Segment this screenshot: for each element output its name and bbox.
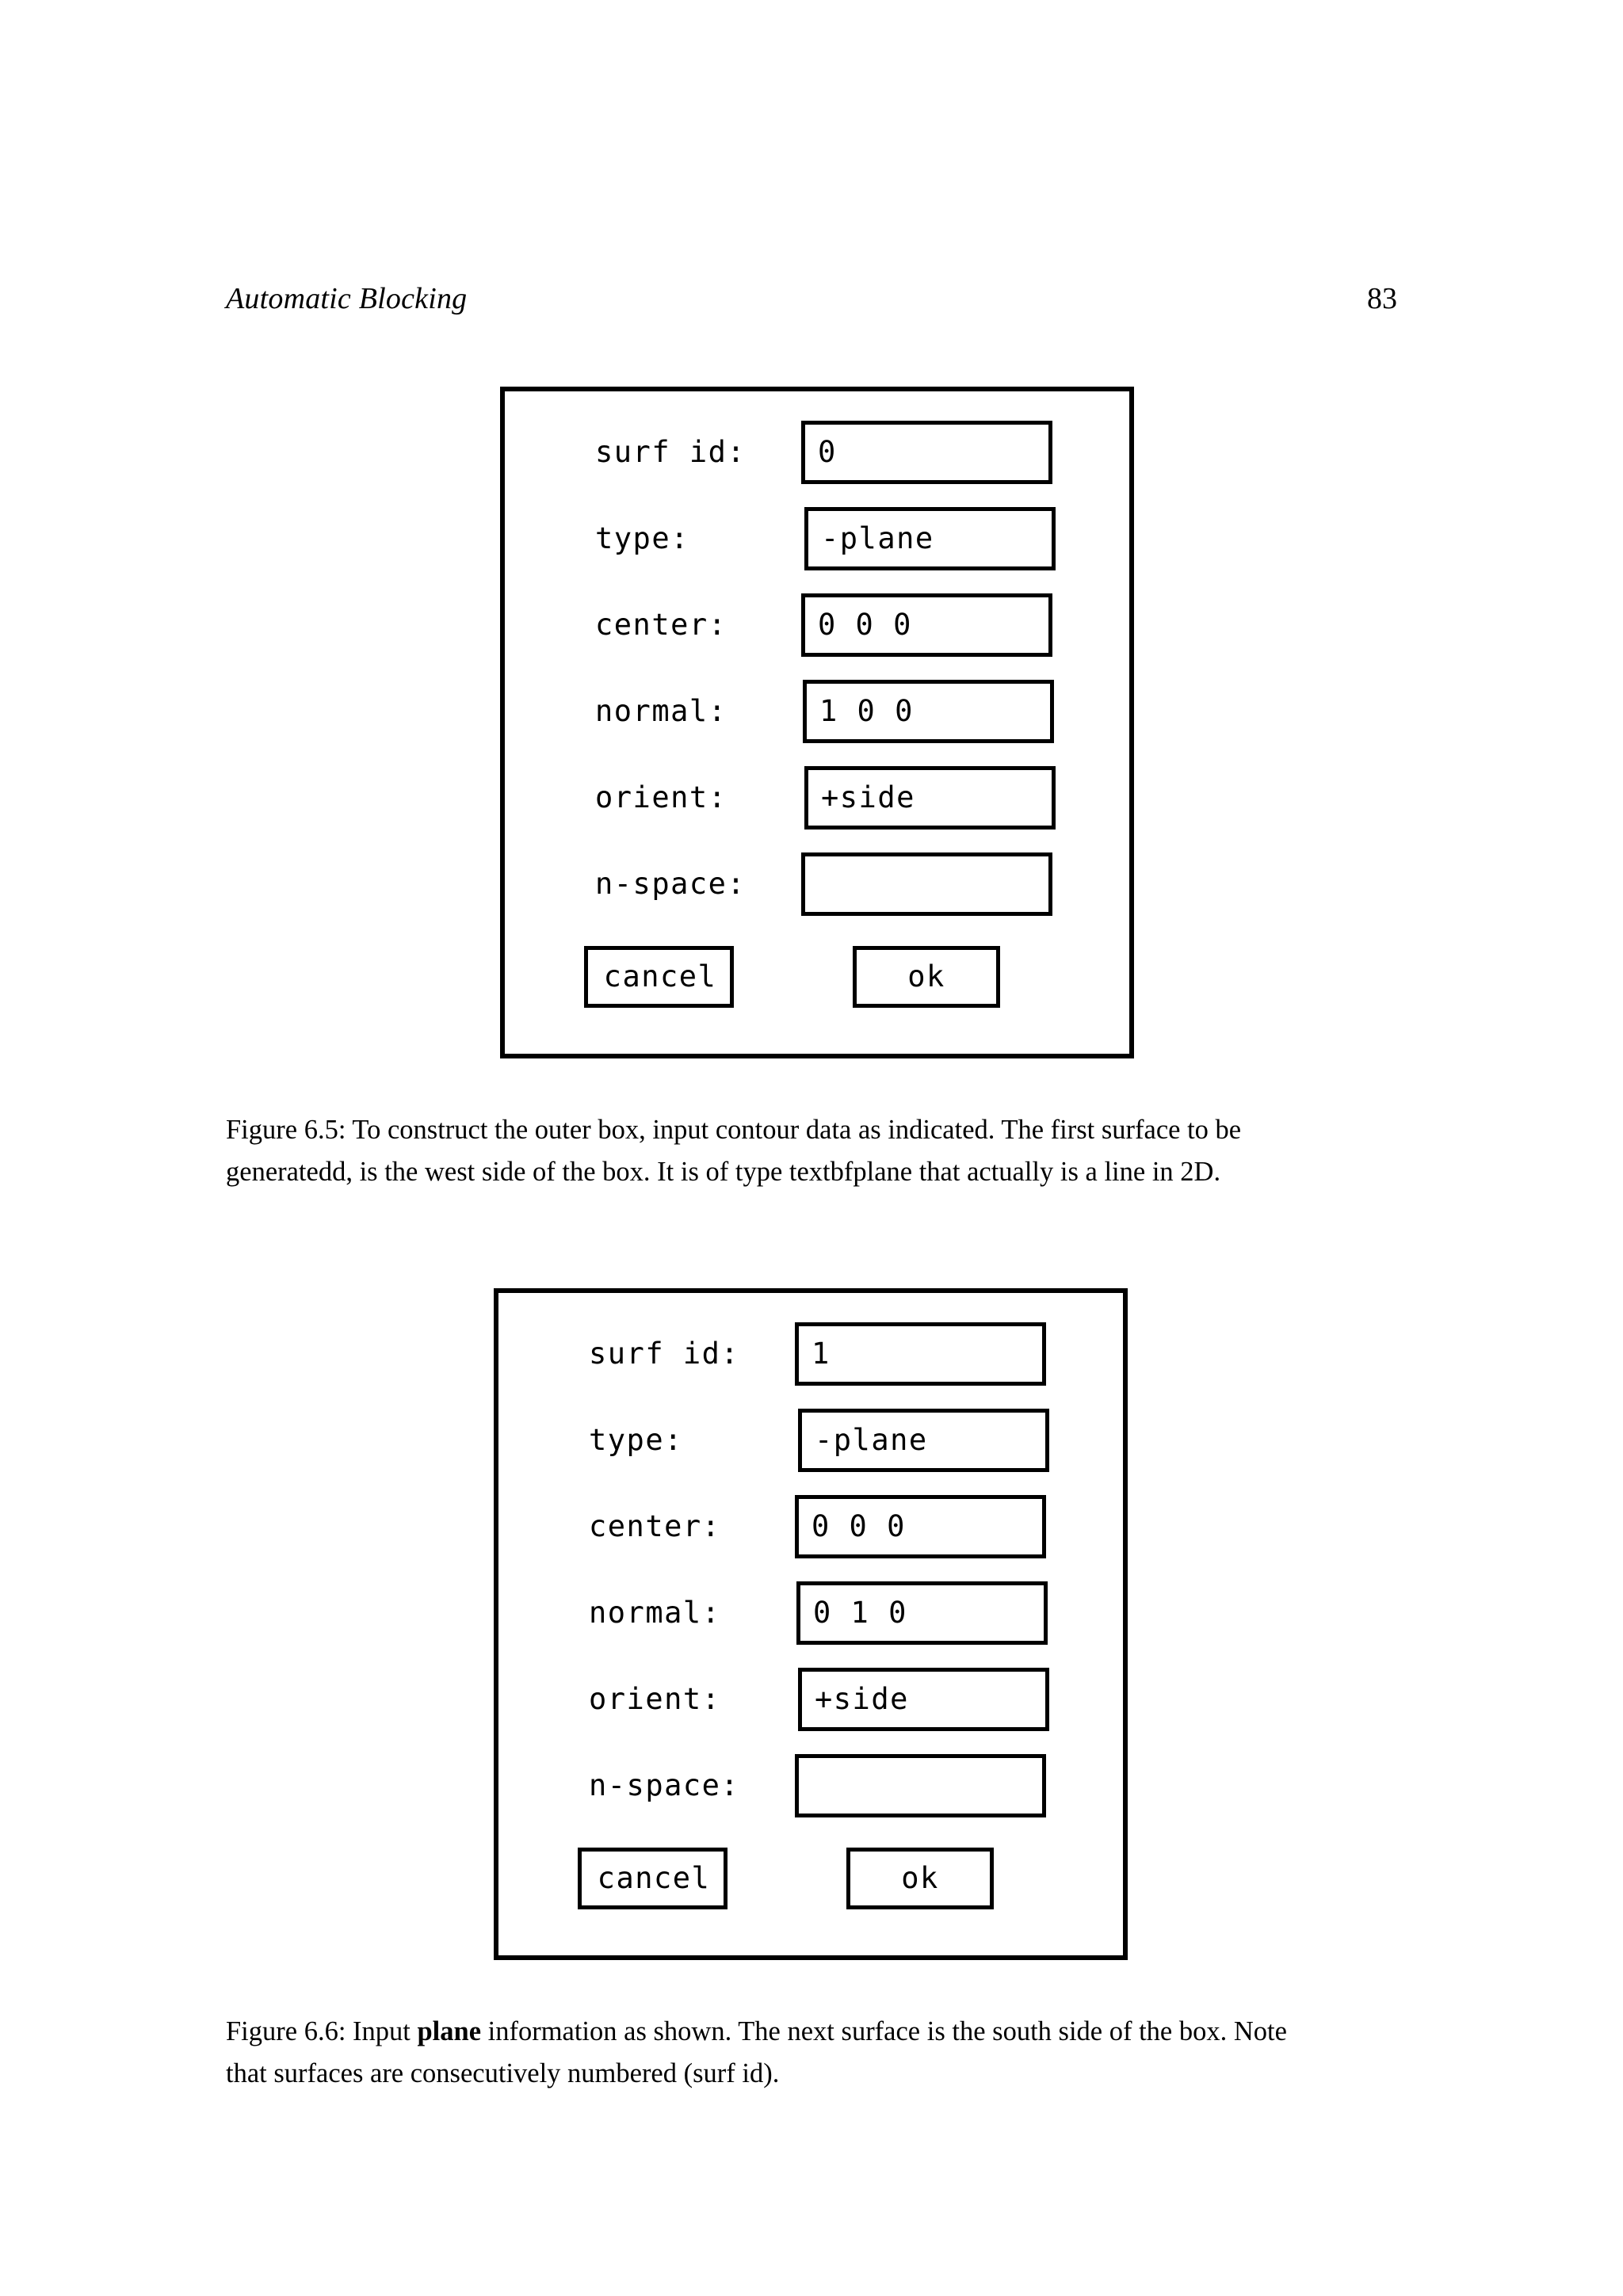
caption-6-5-line-1: Figure 6.5: To construct the outer box, … [226,1115,1242,1145]
field-label-normal: normal: [595,694,727,728]
field-label-center: center: [595,608,727,642]
field-input-normal[interactable]: 0 1 0 [796,1581,1048,1645]
caption-6-6-suffix: information as shown. The next surface i… [481,2016,1287,2046]
form-row-normal: normal: 1 0 0 [505,680,1129,743]
field-value-center: 0 0 0 [812,1509,906,1543]
form-row-orient: orient: +side [498,1668,1123,1731]
field-input-orient[interactable]: +side [798,1668,1049,1731]
field-input-center[interactable]: 0 0 0 [801,593,1052,657]
surface-input-dialog-2: surf id: 1 type: -plane center: 0 0 0 no… [494,1288,1128,1960]
form-row-type: type: -plane [498,1409,1123,1472]
ok-button[interactable]: ok [846,1848,994,1909]
form-row-n-space: n-space: [498,1754,1123,1817]
field-label-normal: normal: [589,1596,721,1630]
page-number: 83 [1367,282,1397,315]
field-value-orient: +side [821,780,915,814]
field-label-surf-id: surf id: [589,1337,740,1371]
dialog-button-row-2: cancel ok [498,1848,1123,1919]
figure-caption-6-5: Figure 6.5: To construct the outer box, … [226,1109,1397,1193]
ok-button[interactable]: ok [853,946,1000,1008]
field-label-surf-id: surf id: [595,435,747,469]
field-label-type: type: [595,521,689,555]
field-value-orient: +side [815,1682,909,1716]
field-input-normal[interactable]: 1 0 0 [803,680,1054,743]
field-value-type: -plane [821,521,934,555]
page-header: Automatic Blocking 83 [226,281,1397,316]
field-value-center: 0 0 0 [818,608,912,642]
field-input-orient[interactable]: +side [804,766,1056,830]
dialog-button-row-1: cancel ok [505,946,1129,1017]
field-input-n-space[interactable] [801,852,1052,916]
field-label-orient: orient: [595,780,727,814]
caption-6-6-prefix: Figure 6.6: Input [226,2016,418,2046]
cancel-button[interactable]: cancel [584,946,734,1008]
caption-6-6-line-2: that surfaces are consecutively numbered… [226,2058,780,2088]
caption-6-6-bold-term: plane [417,2016,482,2046]
header-title: Automatic Blocking [226,282,468,315]
field-label-type: type: [589,1423,683,1457]
form-row-surf-id: surf id: 1 [498,1322,1123,1386]
caption-6-5-line-2: generatedd, is the west side of the box.… [226,1157,1221,1187]
field-input-type[interactable]: -plane [804,507,1056,570]
field-label-center: center: [589,1509,721,1543]
form-row-orient: orient: +side [505,766,1129,830]
field-label-n-space: n-space: [589,1768,740,1802]
cancel-button[interactable]: cancel [578,1848,727,1909]
field-label-orient: orient: [589,1682,721,1716]
field-input-type[interactable]: -plane [798,1409,1049,1472]
field-value-normal: 1 0 0 [819,694,914,728]
field-value-surf-id: 1 [812,1337,831,1371]
form-row-surf-id: surf id: 0 [505,421,1129,484]
form-row-n-space: n-space: [505,852,1129,916]
form-row-normal: normal: 0 1 0 [498,1581,1123,1645]
form-row-type: type: -plane [505,507,1129,570]
field-input-center[interactable]: 0 0 0 [795,1495,1046,1558]
field-value-surf-id: 0 [818,435,837,469]
field-value-normal: 0 1 0 [813,1596,907,1630]
field-input-n-space[interactable] [795,1754,1046,1817]
field-value-type: -plane [815,1423,928,1457]
figure-caption-6-6: Figure 6.6: Input plane information as s… [226,2011,1397,2095]
field-input-surf-id[interactable]: 1 [795,1322,1046,1386]
form-row-center: center: 0 0 0 [505,593,1129,657]
field-label-n-space: n-space: [595,867,747,901]
field-input-surf-id[interactable]: 0 [801,421,1052,484]
surface-input-dialog-1: surf id: 0 type: -plane center: 0 0 0 no… [500,387,1134,1058]
form-row-center: center: 0 0 0 [498,1495,1123,1558]
